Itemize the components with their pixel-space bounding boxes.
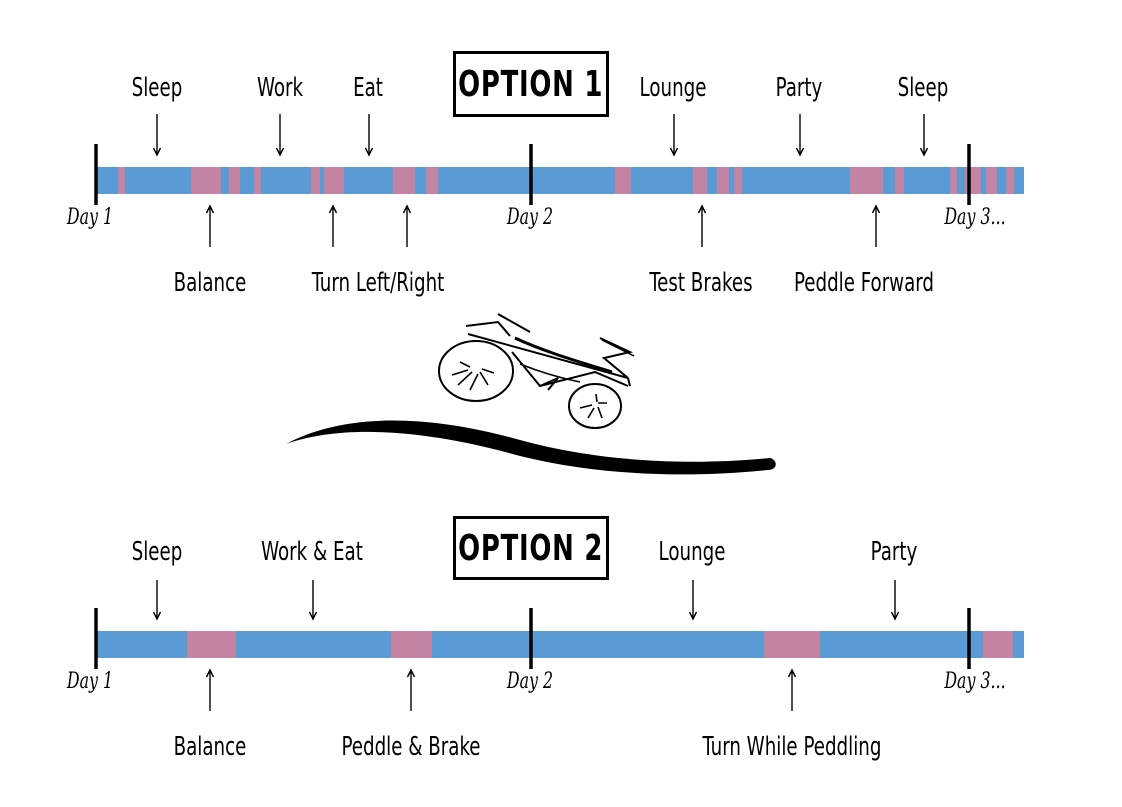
option-2-skill-balance: Balance	[173, 732, 247, 762]
option-2-label-party: Party	[870, 537, 918, 567]
option-2-skill-turn-peddling: Turn While Peddling	[702, 732, 882, 762]
arrows	[152, 114, 929, 711]
down-arrow	[688, 580, 698, 621]
option-1-timeline-practice-block	[734, 167, 742, 194]
ground-swoosh	[286, 420, 776, 475]
up-arrow	[871, 204, 881, 247]
up-arrow	[328, 204, 338, 247]
option-2-title-box: OPTION 2	[453, 516, 609, 580]
option-1-timeline-practice-block	[986, 167, 997, 194]
option-1-timeline-practice-block	[229, 167, 240, 194]
down-arrow	[795, 114, 805, 157]
up-arrow	[697, 204, 707, 247]
option-1-timeline-practice-block	[895, 167, 904, 194]
option-2-title: OPTION 2	[458, 527, 604, 569]
option-1-label-lounge: Lounge	[639, 73, 707, 103]
option-1-timeline-practice-block	[393, 167, 415, 194]
option-2-timeline-practice-block	[391, 631, 432, 658]
option-1-timeline-practice-block	[1006, 167, 1014, 194]
down-arrow	[308, 580, 318, 621]
down-arrow	[669, 114, 679, 157]
option-1-timeline-practice-block	[311, 167, 320, 194]
down-arrow	[919, 114, 929, 157]
option-2-day-3: Day 3...	[944, 669, 1006, 694]
option-2-day-2: Day 2	[506, 669, 554, 694]
option-1-timeline-practice-block	[324, 167, 344, 194]
down-arrow	[275, 114, 285, 157]
option-1-skill-balance: Balance	[173, 268, 247, 298]
option-1-label-sleep-2: Sleep	[897, 73, 949, 103]
option-2-day-1: Day 1	[66, 669, 114, 694]
option-2-timeline-bar	[96, 631, 1024, 658]
down-arrow	[152, 580, 162, 621]
option-1-day-3: Day 3...	[944, 205, 1006, 230]
option-1-day-2: Day 2	[506, 205, 554, 230]
option-1-timeline-practice-block	[615, 167, 631, 194]
option-1-label-work: Work	[256, 73, 304, 103]
option-1-title-box: OPTION 1	[453, 51, 609, 117]
option-2-label-lounge: Lounge	[658, 537, 726, 567]
option-2-label-sleep: Sleep	[131, 537, 183, 567]
up-arrow	[205, 204, 215, 247]
down-arrow	[152, 114, 162, 157]
option-1-label-eat: Eat	[353, 73, 383, 103]
option-1-timeline-practice-block	[717, 167, 729, 194]
option-1-timeline-practice-block	[950, 167, 957, 194]
up-arrow	[787, 668, 797, 711]
down-arrow	[364, 114, 374, 157]
option-1-timeline-practice-block	[693, 167, 707, 194]
option-2-timeline-practice-block	[764, 631, 820, 658]
option-1-label-sleep: Sleep	[131, 73, 183, 103]
up-arrow	[205, 668, 215, 711]
option-2-timeline-practice-block	[983, 631, 1013, 658]
option-1-day-1: Day 1	[66, 205, 114, 230]
option-1-timeline-practice-block	[191, 167, 221, 194]
option-1-skill-turn: Turn Left/Right	[311, 268, 445, 298]
option-1-timeline-practice-block	[118, 167, 125, 194]
option-2-label-work-eat: Work & Eat	[261, 537, 363, 567]
timeline-option-1	[94, 144, 1024, 205]
option-1-timeline-practice-block	[850, 167, 883, 194]
bicycle-rider-sketch-icon	[438, 313, 635, 429]
option-1-timeline-practice-block	[426, 167, 438, 194]
timeline-option-2	[94, 608, 1024, 669]
option-1-label-party: Party	[775, 73, 823, 103]
option-1-timeline-practice-block	[254, 167, 261, 194]
option-2-timeline-practice-block	[187, 631, 236, 658]
up-arrow	[406, 668, 416, 711]
option-1-skill-brakes: Test Brakes	[649, 268, 753, 298]
option-2-skill-peddle-brake: Peddle & Brake	[341, 732, 481, 762]
down-arrow	[890, 580, 900, 621]
option-1-skill-peddle: Peddle Forward	[793, 268, 935, 298]
up-arrow	[402, 204, 412, 247]
option-1-title: OPTION 1	[458, 63, 604, 105]
